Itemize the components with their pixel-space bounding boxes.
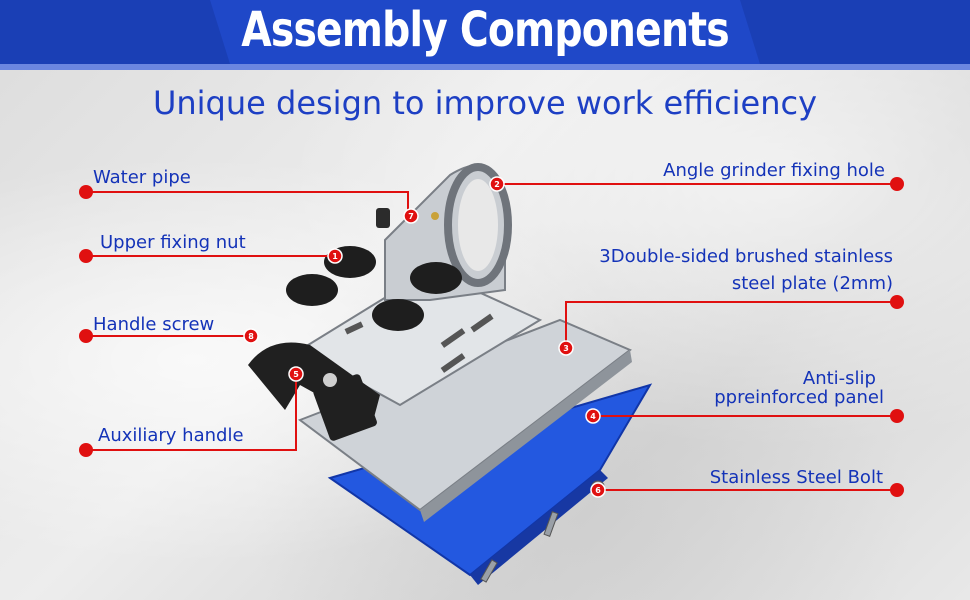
label-auxiliary-handle: Auxiliary handle (98, 425, 244, 446)
label-anti-slip-line1: Anti-slip (802, 368, 876, 389)
marker-3-number: 3 (563, 344, 569, 353)
label-angle-grinder-fixing-hole: Angle grinder fixing hole (663, 160, 885, 181)
marker-7 (403, 208, 419, 224)
marker-1 (327, 248, 343, 264)
steel-plate-line (565, 301, 897, 348)
auxiliary-handle-shape (248, 342, 380, 441)
marker-8 (243, 328, 259, 344)
marker-7-number: 7 (408, 212, 414, 221)
marker-5 (288, 366, 304, 382)
grinder-ring (444, 163, 512, 287)
marker-2 (489, 176, 505, 192)
label-upper-fixing-nut: Upper fixing nut (100, 232, 246, 253)
marker-8-number: 8 (248, 332, 254, 341)
marker-3 (558, 340, 574, 356)
label-steel-plate-line1: 3Double-sided brushed stainless (599, 246, 893, 267)
label-anti-slip-line2: ppreinforced panel (714, 387, 884, 408)
marker-5-number: 5 (293, 370, 299, 379)
water-pipe-line (86, 191, 409, 214)
marker-4 (585, 408, 601, 424)
label-stainless-steel-bolt: Stainless Steel Bolt (709, 467, 883, 488)
marker-6-number: 6 (595, 486, 601, 495)
marker-2-number: 2 (494, 180, 500, 189)
label-water-pipe: Water pipe (93, 167, 191, 188)
header-banner (0, 0, 970, 70)
page-title: Assembly Components (241, 2, 729, 58)
marker-4-number: 4 (590, 412, 596, 421)
marker-1-number: 1 (332, 252, 338, 261)
auxiliary-handle-line (86, 376, 297, 451)
marker-6 (590, 482, 606, 498)
page-subtitle: Unique design to improve work efficiency (152, 84, 818, 122)
label-steel-plate-line2: steel plate (2mm) (731, 273, 893, 294)
label-handle-screw: Handle screw (93, 314, 215, 335)
